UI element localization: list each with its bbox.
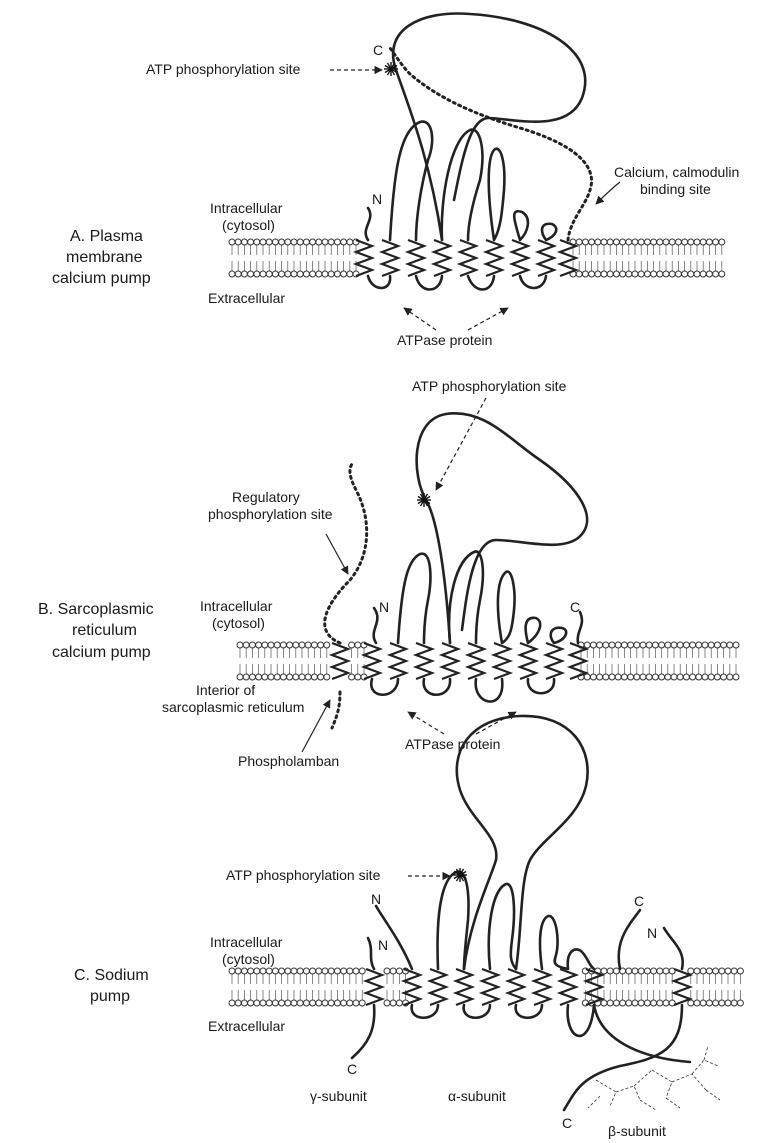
transmembrane-helix — [366, 969, 382, 1005]
panel-c-gamma-subunit — [352, 938, 374, 1058]
transmembrane-helix — [460, 240, 476, 276]
panel-c-membrane-bilayer — [229, 968, 743, 1006]
panel-b-regulatory-arrow — [326, 534, 348, 574]
panel-c-alpha-n-label: N — [371, 891, 381, 907]
panel-b-atpase-loops — [374, 552, 582, 643]
panel-c-extracellular-loops — [412, 1005, 594, 1036]
transmembrane-helix — [486, 240, 502, 276]
panel-c-label: C. Sodium pump — [74, 967, 153, 1005]
panel-c-alpha-c-label: C — [562, 1115, 572, 1131]
panel-a-c-terminus: C — [373, 42, 383, 58]
transmembrane-helix — [468, 643, 484, 679]
transmembrane-helix — [494, 643, 510, 679]
panel-b-regulatory-label: Regulatory phosphorylation site — [208, 489, 333, 522]
transmembrane-helix — [520, 643, 536, 679]
transmembrane-helix — [434, 240, 450, 276]
transmembrane-helix — [456, 969, 472, 1005]
transmembrane-helix — [512, 240, 528, 276]
panel-b-sarcoplasmic-pump: B. Sarcoplasmic reticulum calcium pump I… — [38, 378, 739, 769]
panel-c-extracellular-label: Extracellular — [208, 1018, 285, 1034]
transmembrane-helix — [416, 643, 432, 679]
panel-a-atpase-arrow-right — [468, 308, 508, 330]
panel-b-atp-arrow — [436, 398, 486, 490]
panel-b-atpase-arrow-left — [408, 712, 444, 734]
panel-a-calmodulin-label: Calcium, calmodulin binding site — [614, 164, 743, 197]
panel-c-alpha-loops — [376, 872, 683, 969]
transmembrane-helix — [508, 969, 524, 1005]
transmembrane-helix — [332, 643, 348, 679]
panel-c-alpha-head — [457, 716, 588, 969]
panel-c-sodium-pump: C. Sodium pump Intracellular (cytosol) E… — [74, 716, 743, 1139]
panel-c-beta-n-label: N — [647, 925, 657, 941]
panel-a-atp-star — [384, 62, 398, 76]
transmembrane-helix — [442, 643, 458, 679]
panel-b-n-terminus: N — [379, 599, 389, 615]
transmembrane-helix — [390, 643, 406, 679]
transmembrane-helix — [586, 969, 602, 1005]
panel-a-calmodulin-arrow — [596, 182, 620, 204]
panel-b-interior-label: Interior of sarcoplasmic reticulum — [162, 682, 304, 715]
transmembrane-helix — [364, 643, 380, 679]
panel-a-extracellular-label: Extracellular — [208, 290, 285, 306]
panel-c-alpha-subunit-label: α-subunit — [448, 1088, 506, 1104]
transmembrane-helix — [538, 240, 554, 276]
panel-b-atp-site-label: ATP phosphorylation site — [412, 378, 567, 394]
transmembrane-helix — [408, 240, 424, 276]
panel-b-atpase-label: ATPase protein — [405, 736, 500, 752]
transmembrane-helix — [560, 240, 576, 276]
transmembrane-helix — [356, 240, 372, 276]
panel-b-lumen-loops — [371, 679, 554, 702]
panel-b-membrane-bilayer — [237, 642, 739, 680]
panel-a-atpase-label: ATPase protein — [397, 332, 492, 348]
panel-a-extracellular-loops — [368, 276, 546, 290]
panel-c-gamma-n-label: N — [378, 937, 388, 953]
transmembrane-helix — [546, 643, 562, 679]
panel-b-label: B. Sarcoplasmic reticulum calcium pump — [38, 601, 158, 661]
transmembrane-helix — [570, 643, 586, 679]
panel-a-plasma-membrane-pump: A. Plasma membrane calcium pump Intracel… — [52, 13, 743, 348]
transmembrane-helix — [382, 240, 398, 276]
panel-b-cytoplasmic-head — [417, 413, 587, 643]
panel-c-atp-site-label: ATP phosphorylation site — [226, 867, 381, 883]
panel-a-atpase-arrow-left — [404, 308, 436, 330]
panel-b-helix-bundle — [332, 643, 586, 679]
panel-b-phospholamban-label: Phospholamban — [238, 753, 339, 769]
panel-c-beta-c-label: C — [634, 893, 644, 909]
transmembrane-helix — [482, 969, 498, 1005]
transmembrane-helix — [430, 969, 446, 1005]
transmembrane-helix — [674, 969, 690, 1005]
panel-a-intracellular-label: Intracellular (cytosol) — [210, 200, 286, 233]
panel-a-atpase-loops — [366, 122, 557, 240]
panel-b-intracellular-label: Intracellular (cytosol) — [200, 598, 276, 631]
panel-b-c-terminus: C — [570, 599, 580, 615]
panel-b-phospholamban-arrow — [302, 700, 330, 752]
panel-c-gamma-c-label: C — [347, 1061, 357, 1077]
panel-c-beta-subunit-label: β-subunit — [608, 1123, 666, 1139]
panel-a-n-terminus: N — [372, 191, 382, 207]
panel-b-atpase-arrow-right — [476, 712, 516, 734]
panel-b-phospholamban — [325, 464, 367, 728]
transmembrane-helix — [534, 969, 550, 1005]
panel-c-intracellular-label: Intracellular (cytosol) — [210, 934, 286, 967]
panel-c-gamma-subunit-label: γ-subunit — [310, 1088, 367, 1104]
transmembrane-helix — [560, 969, 576, 1005]
panel-a-label: A. Plasma membrane calcium pump — [52, 228, 151, 287]
panel-a-helix-bundle — [356, 240, 576, 276]
panel-a-atp-site-label: ATP phosphorylation site — [146, 61, 301, 77]
